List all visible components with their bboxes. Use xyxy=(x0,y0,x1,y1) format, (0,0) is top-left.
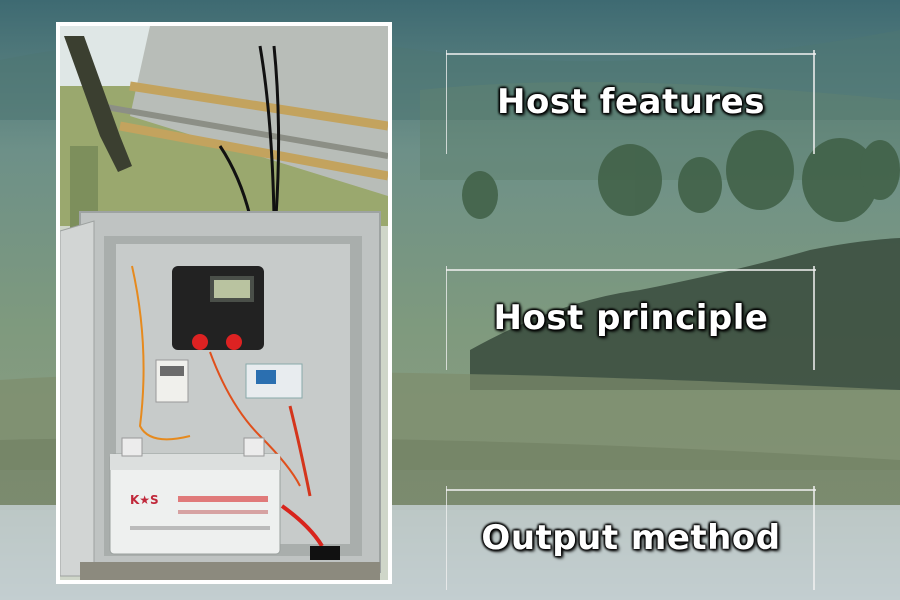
menu-item-output-method[interactable]: Output method xyxy=(446,486,816,590)
menu-label: Host principle xyxy=(493,298,769,338)
menu-label: Host features xyxy=(497,82,765,122)
frame-lines xyxy=(446,266,816,370)
menu-item-host-features[interactable]: Host features xyxy=(446,50,816,154)
menu-label: Output method xyxy=(481,518,781,558)
frame-lines xyxy=(446,50,816,154)
frame-lines xyxy=(446,486,816,590)
menu-item-host-principle[interactable]: Host principle xyxy=(446,266,816,370)
equipment-photo: K★S xyxy=(56,22,392,584)
enclosure-illustration: K★S xyxy=(60,26,388,580)
battery-brand-logo: K★S xyxy=(130,493,159,507)
